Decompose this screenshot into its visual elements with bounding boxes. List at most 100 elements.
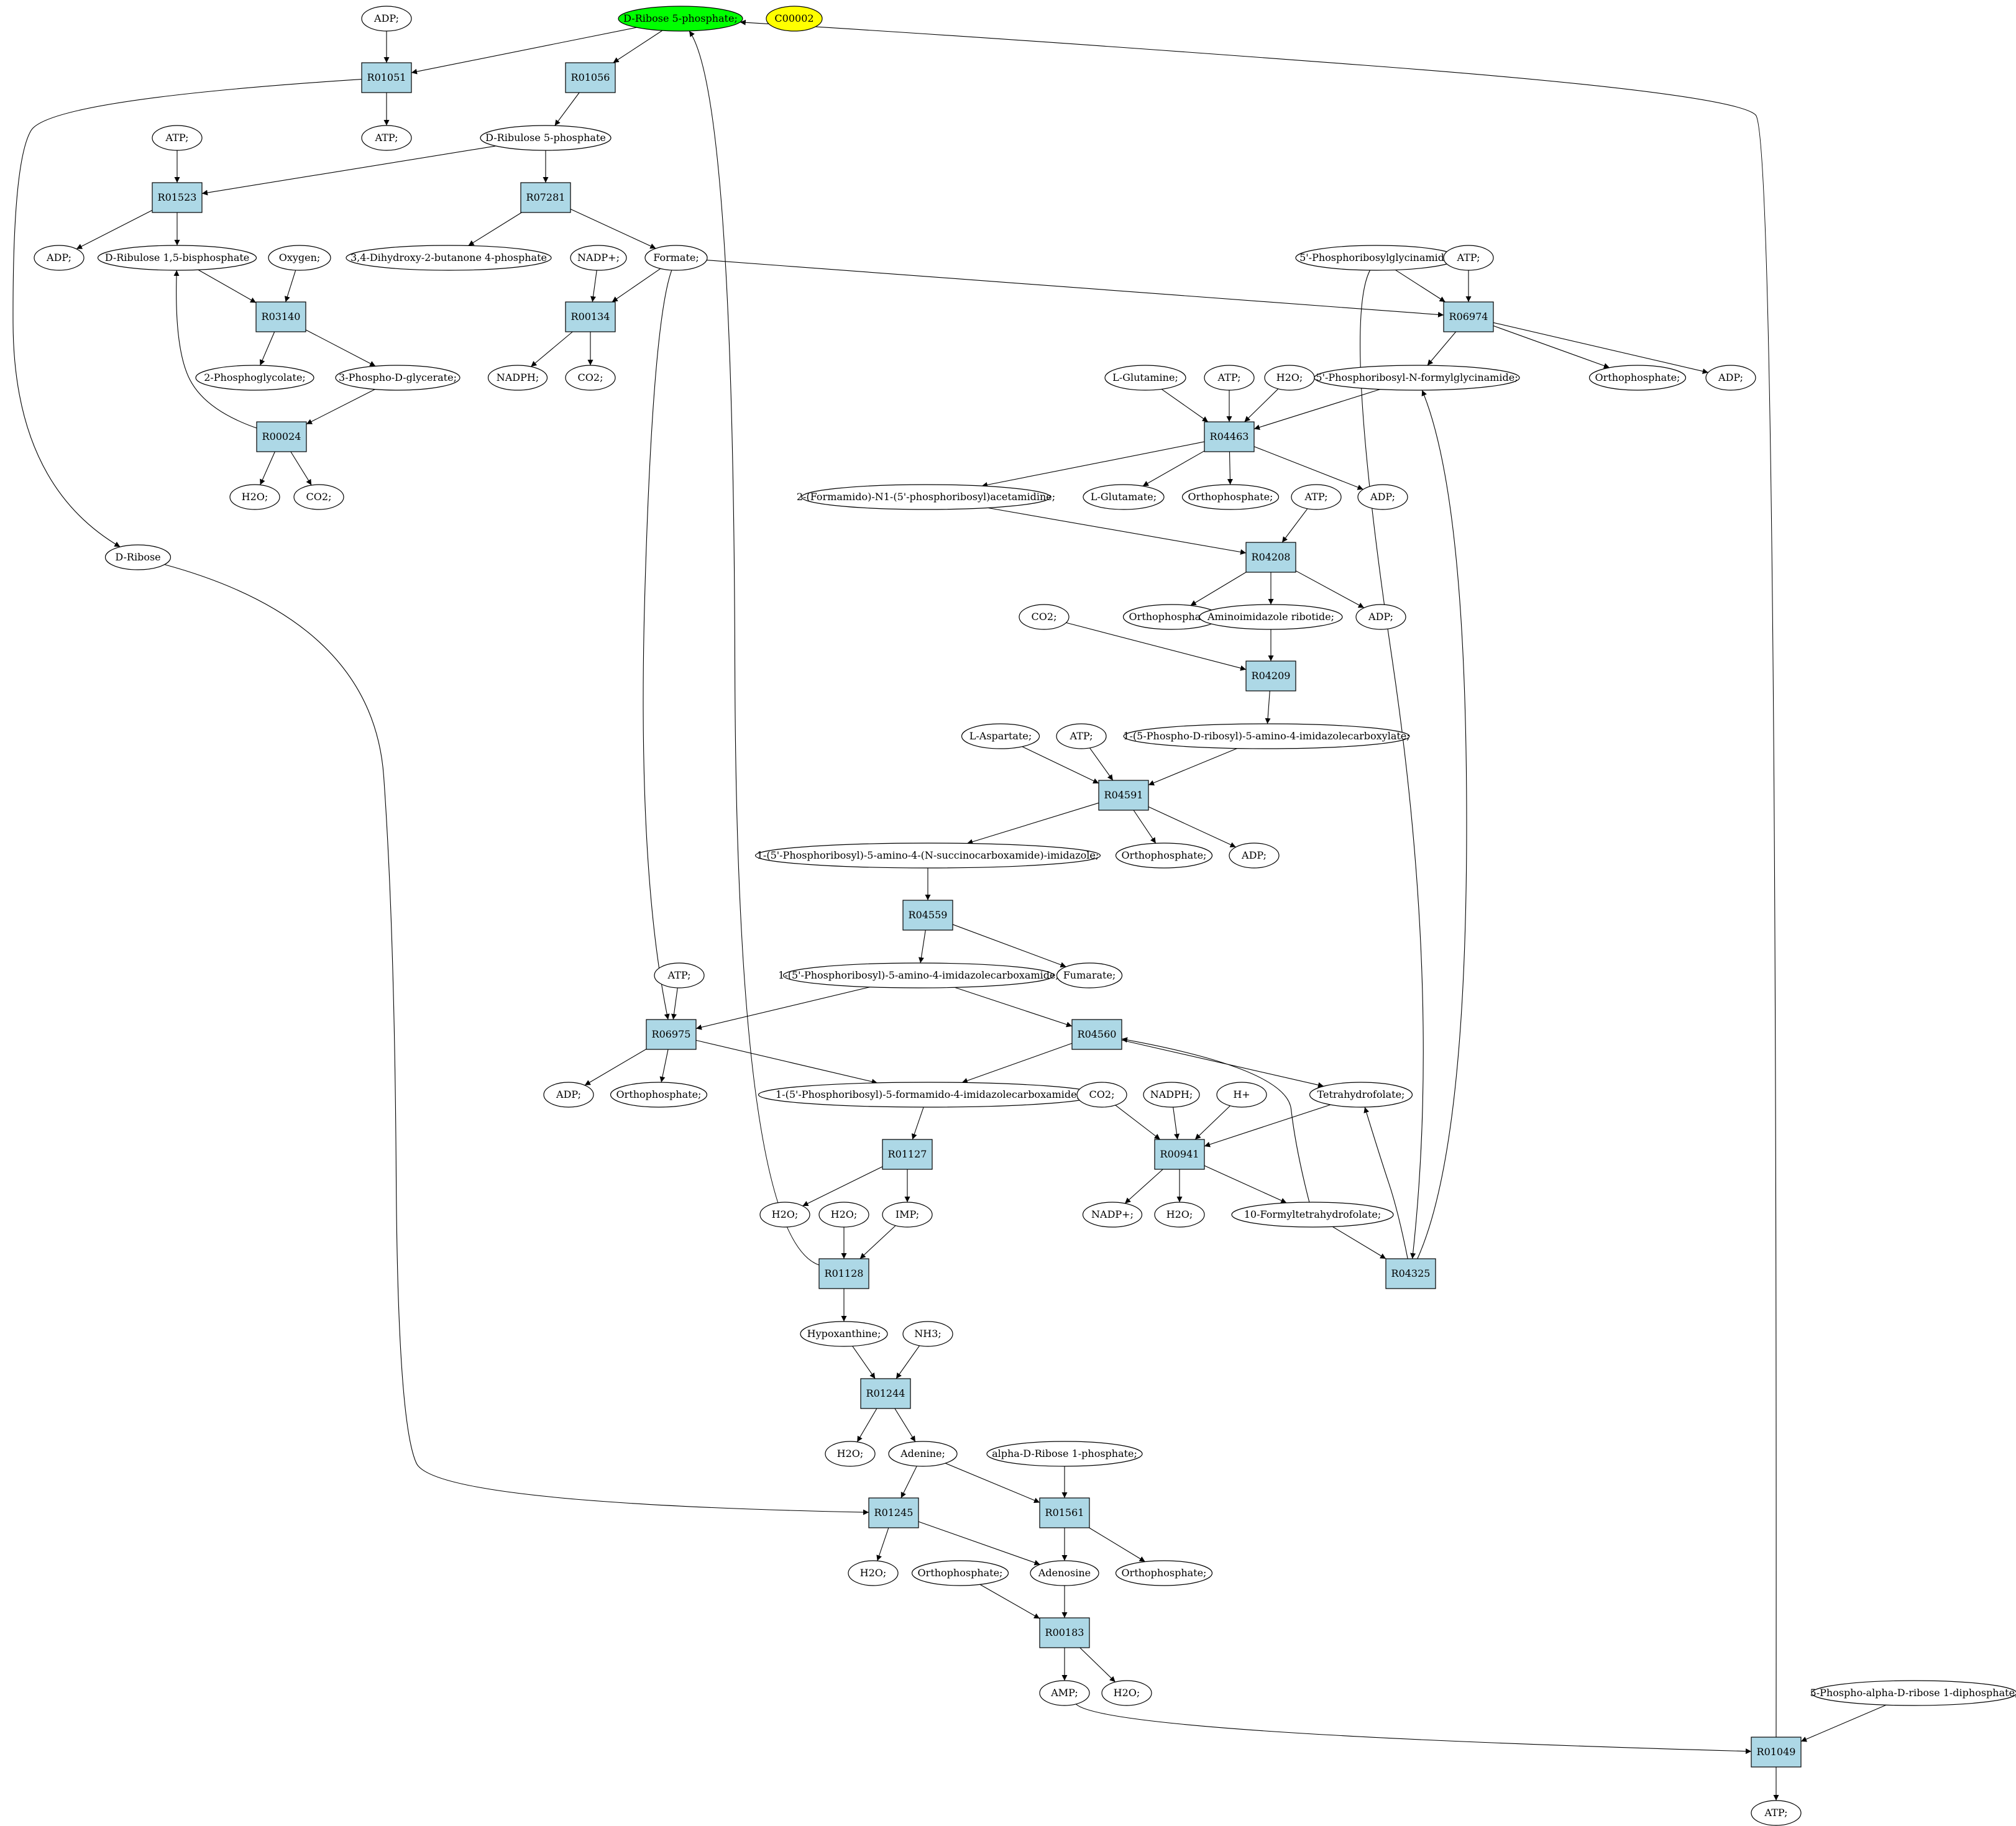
reaction-node-r00134[interactable]: R00134 [565, 301, 616, 332]
compound-node-fthf[interactable]: 10-Formyltetrahydrofolate; [1231, 1202, 1394, 1228]
compound-node-dru5p[interactable]: D-Ribulose 5-phosphate [480, 125, 612, 151]
compound-node-faicar[interactable]: 1-(5'-Phosphoribosyl)-5-formamido-4-imid… [758, 1082, 1098, 1108]
compound-node-atp_1[interactable]: ATP; [361, 125, 412, 151]
node-label: R06975 [652, 1028, 691, 1040]
compound-node-ortho_4[interactable]: Orthophosphate; [1115, 842, 1213, 869]
compound-node-saicar[interactable]: 1-(5'-Phosphoribosyl)-5-amino-4-(N-succi… [754, 842, 1101, 869]
compound-node-nadph_2[interactable]: NADPH; [1143, 1082, 1200, 1108]
compound-node-ortho_6[interactable]: Orthophosphate; [1115, 1560, 1213, 1586]
compound-node-fumarate[interactable]: Fumarate; [1056, 962, 1123, 988]
compound-node-ortho_7[interactable]: Orthophosphate; [911, 1560, 1009, 1586]
compound-node-atp_5[interactable]: ATP; [1291, 484, 1342, 510]
compound-node-hypox[interactable]: Hypoxanthine; [800, 1321, 888, 1347]
compound-node-hplus[interactable]: H+ [1216, 1082, 1267, 1108]
compound-node-air[interactable]: Aminoimidazole ribotide; [1199, 604, 1343, 630]
reaction-node-r01127[interactable]: R01127 [882, 1139, 933, 1170]
reaction-box [860, 1378, 911, 1409]
compound-node-co2_2[interactable]: CO2; [293, 484, 344, 510]
compound-node-atp_3[interactable]: ATP; [1443, 245, 1494, 271]
reaction-node-r00024[interactable]: R00024 [256, 421, 307, 452]
compound-node-h2o_5[interactable]: H2O; [1154, 1202, 1205, 1228]
compound-node-cair[interactable]: 1-(5-Phospho-D-ribosyl)-5-amino-4-imidaz… [1123, 723, 1410, 749]
reaction-node-r01245[interactable]: R01245 [868, 1497, 919, 1528]
reaction-node-r04559[interactable]: R04559 [902, 900, 953, 931]
compound-node-co2_1[interactable]: CO2; [565, 365, 616, 391]
reaction-node-r04209[interactable]: R04209 [1245, 660, 1296, 692]
compound-node-imp[interactable]: IMP; [882, 1202, 933, 1228]
compound-node-co2_4[interactable]: CO2; [1076, 1082, 1127, 1108]
compound-node-drubp[interactable]: D-Ribulose 1,5-bisphosphate [97, 245, 257, 271]
compound-node-adp_7[interactable]: ADP; [543, 1082, 594, 1108]
compound-node-adr1p[interactable]: alpha-D-Ribose 1-phosphate; [986, 1441, 1143, 1467]
compound-node-nadp_2[interactable]: NADP+; [1082, 1202, 1143, 1228]
compound-node-h2o_6[interactable]: H2O; [825, 1441, 876, 1467]
compound-node-amp[interactable]: AMP; [1039, 1680, 1090, 1706]
compound-node-fgam[interactable]: 2-(Formamido)-N1-(5'-phosphoribosyl)acet… [797, 484, 1055, 510]
compound-node-adp_6[interactable]: ADP; [1229, 842, 1280, 869]
reaction-node-r04560[interactable]: R04560 [1071, 1019, 1122, 1050]
reaction-box [565, 301, 616, 332]
compound-node-h2o_4[interactable]: H2O; [818, 1202, 869, 1228]
compound-node-adenine[interactable]: Adenine; [888, 1441, 958, 1467]
compound-node-aicar[interactable]: 1-(5'-Phosphoribosyl)-5-amino-4-imidazol… [778, 962, 1059, 988]
compound-node-co2_3[interactable]: CO2; [1019, 604, 1070, 630]
compound-node-adp_1[interactable]: ADP; [361, 6, 412, 32]
compound-node-nadph_1[interactable]: NADPH; [487, 365, 548, 391]
compound-node-lglu[interactable]: L-Glutamate; [1083, 484, 1165, 510]
reaction-node-r01244[interactable]: R01244 [860, 1378, 911, 1409]
reaction-node-r04325[interactable]: R04325 [1385, 1258, 1436, 1289]
reaction-node-r01128[interactable]: R01128 [818, 1258, 869, 1289]
reaction-node-r00941[interactable]: R00941 [1154, 1139, 1205, 1170]
edge-co2_4-to-r00941 [1115, 1105, 1161, 1140]
reaction-node-r07281[interactable]: R07281 [520, 182, 571, 213]
compound-node-prpp[interactable]: 5-Phospho-alpha-D-ribose 1-diphosphate; [1810, 1680, 2016, 1706]
reaction-node-r03140[interactable]: R03140 [255, 301, 306, 332]
compound-node-dribose[interactable]: D-Ribose [104, 544, 172, 570]
reaction-node-r01561[interactable]: R01561 [1039, 1497, 1090, 1528]
compound-node-h2o_2[interactable]: H2O; [229, 484, 280, 510]
compound-node-pglyc[interactable]: 2-Phosphoglycolate; [195, 365, 314, 391]
reaction-node-r01049[interactable]: R01049 [1751, 1737, 1802, 1768]
compound-node-lasp[interactable]: L-Aspartate; [961, 723, 1040, 749]
reaction-node-r04591[interactable]: R04591 [1098, 780, 1149, 811]
compound-node-adp_4[interactable]: ADP; [1357, 484, 1408, 510]
node-label: CO2; [306, 491, 332, 503]
compound-node-3pg[interactable]: 3-Phospho-D-glycerate; [335, 365, 460, 391]
compound-node-adp_3[interactable]: ADP; [1705, 365, 1756, 391]
compound-node-adp_5[interactable]: ADP; [1355, 604, 1406, 630]
compound-node-prgly[interactable]: 5'-Phosphoribosylglycinamide; [1295, 245, 1458, 271]
compound-node-atp_4[interactable]: ATP; [1204, 365, 1255, 391]
compound-node-dhbp[interactable]: 3,4-Dihydroxy-2-butanone 4-phosphate [346, 245, 552, 271]
reaction-node-r01051[interactable]: R01051 [361, 62, 412, 93]
compound-node-ortho_1[interactable]: Orthophosphate; [1588, 365, 1687, 391]
compound-node-atp_6[interactable]: ATP; [1056, 723, 1107, 749]
compound-node-oxygen[interactable]: Oxygen; [268, 245, 331, 271]
reaction-node-r01523[interactable]: R01523 [152, 182, 203, 213]
compound-node-atp_2[interactable]: ATP; [152, 125, 203, 151]
reaction-node-r06975[interactable]: R06975 [646, 1019, 697, 1050]
compound-node-drib5p_top[interactable]: D-Ribose 5-phosphate; [618, 6, 743, 32]
compound-node-adenosine[interactable]: Adenosine [1030, 1560, 1099, 1586]
reaction-node-r00183[interactable]: R00183 [1039, 1617, 1090, 1648]
reaction-node-r04463[interactable]: R04463 [1204, 421, 1255, 452]
compound-node-nh3[interactable]: NH3; [902, 1321, 953, 1347]
compound-node-ortho_3[interactable]: Orthophosphate; [1122, 604, 1221, 630]
compound-node-formate[interactable]: Formate; [644, 245, 708, 271]
compound-node-lgln[interactable]: L-Glutamine; [1104, 365, 1186, 391]
compound-node-h2o_1[interactable]: H2O; [1264, 365, 1315, 391]
compound-node-atp_7[interactable]: ATP; [654, 962, 705, 988]
compound-node-atp_8[interactable]: ATP; [1751, 1800, 1802, 1826]
compound-node-fgar[interactable]: 5'-Phosphoribosyl-N-formylglycinamide; [1314, 365, 1520, 391]
compound-node-ortho_5[interactable]: Orthophosphate; [610, 1082, 708, 1108]
compound-node-h2o_7[interactable]: H2O; [848, 1560, 899, 1586]
compound-node-adp_2[interactable]: ADP; [34, 245, 85, 271]
reaction-node-r06974[interactable]: R06974 [1443, 301, 1494, 332]
reaction-node-r01056[interactable]: R01056 [565, 62, 616, 93]
compound-node-thf[interactable]: Tetrahydrofolate; [1309, 1082, 1413, 1108]
reaction-node-r04208[interactable]: R04208 [1245, 542, 1296, 573]
compound-node-nadp_1[interactable]: NADP+; [570, 245, 627, 271]
legend-node-legend[interactable]: C00002 [766, 6, 823, 32]
compound-node-ortho_2[interactable]: Orthophosphate; [1181, 484, 1280, 510]
compound-node-h2o_3[interactable]: H2O; [759, 1202, 810, 1228]
compound-node-h2o_8[interactable]: H2O; [1101, 1680, 1152, 1706]
